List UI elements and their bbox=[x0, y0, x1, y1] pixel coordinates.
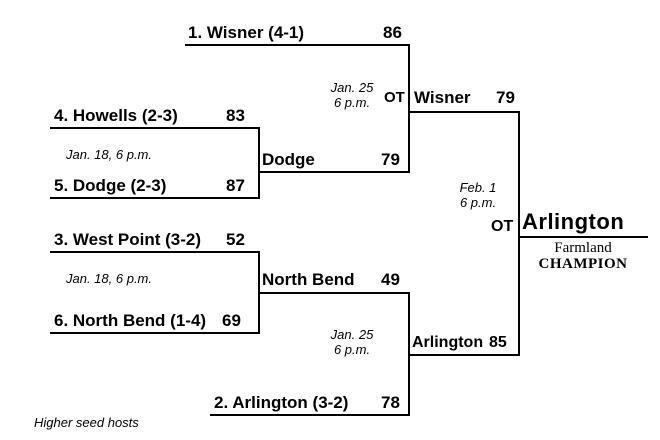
champion-name: Arlington bbox=[522, 209, 625, 234]
bracket-line-northbend-winner bbox=[258, 292, 410, 294]
bracket-connector-qf1 bbox=[258, 127, 260, 199]
bracket-line-northbend-seed bbox=[50, 332, 260, 334]
team-westpoint: 3. West Point (3-2) bbox=[54, 230, 202, 249]
score-arlington-winner: 85 bbox=[489, 334, 507, 351]
score-westpoint: 52 bbox=[226, 230, 245, 249]
date-sf1-line1: Jan. 25 bbox=[330, 80, 374, 95]
champion-label: CHAMPION bbox=[538, 256, 628, 272]
ot-label-final: OT bbox=[491, 218, 514, 235]
team-northbend-seed: 6. North Bend (1-4) bbox=[54, 311, 207, 330]
bracket-line-dodge-winner bbox=[258, 171, 410, 173]
bracket-line-wisner-seed bbox=[185, 44, 410, 46]
team-northbend-winner: North Bend bbox=[262, 270, 355, 289]
team-wisner-winner: Wisner bbox=[414, 88, 471, 107]
bracket-connector-final bbox=[518, 111, 520, 356]
score-dodge-winner: 79 bbox=[381, 150, 400, 169]
score-howells: 83 bbox=[226, 106, 245, 125]
date-sf2: Jan. 25 6 p.m. bbox=[318, 327, 386, 357]
date-final: Feb. 1 6 p.m. bbox=[448, 180, 508, 210]
team-arlington-seed: 2. Arlington (3-2) bbox=[214, 393, 349, 412]
date-sf1-line2: 6 p.m. bbox=[333, 95, 371, 110]
date-final-line1: Feb. 1 bbox=[459, 180, 497, 195]
bracket-line-arlington-seed bbox=[210, 414, 410, 416]
date-qf1: Jan. 18, 6 p.m. bbox=[66, 147, 152, 162]
bracket-line-champion bbox=[518, 236, 648, 238]
bracket-line-dodge-seed bbox=[50, 197, 260, 199]
ot-label-sf1: OT bbox=[384, 89, 405, 106]
bracket-line-howells bbox=[50, 127, 260, 129]
score-northbend-winner: 49 bbox=[381, 270, 400, 289]
team-arlington-winner: Arlington bbox=[412, 334, 484, 351]
score-northbend-seed: 69 bbox=[222, 311, 241, 330]
team-dodge-seed: 5. Dodge (2-3) bbox=[54, 176, 167, 195]
bracket-line-wisner-winner bbox=[408, 111, 520, 113]
bracket-line-westpoint bbox=[50, 251, 260, 253]
champion-sponsor: Farmland bbox=[554, 240, 612, 256]
date-sf1: Jan. 25 6 p.m. bbox=[318, 80, 386, 110]
score-wisner-seed: 86 bbox=[383, 23, 402, 42]
footnote: Higher seed hosts bbox=[34, 415, 139, 430]
score-wisner-winner: 79 bbox=[496, 88, 515, 107]
team-dodge-winner: Dodge bbox=[262, 150, 315, 169]
team-wisner-seed: 1. Wisner (4-1) bbox=[188, 23, 305, 42]
team-howells: 4. Howells (2-3) bbox=[54, 106, 178, 125]
date-sf2-line2: 6 p.m. bbox=[333, 342, 371, 357]
bracket-connector-sf1 bbox=[408, 44, 410, 173]
bracket-line-arlington-winner bbox=[408, 354, 520, 356]
score-arlington-seed: 78 bbox=[381, 393, 400, 412]
date-final-line2: 6 p.m. bbox=[459, 195, 497, 210]
date-qf2: Jan. 18, 6 p.m. bbox=[66, 271, 152, 286]
score-dodge-seed: 87 bbox=[226, 176, 245, 195]
date-sf2-line1: Jan. 25 bbox=[330, 327, 374, 342]
